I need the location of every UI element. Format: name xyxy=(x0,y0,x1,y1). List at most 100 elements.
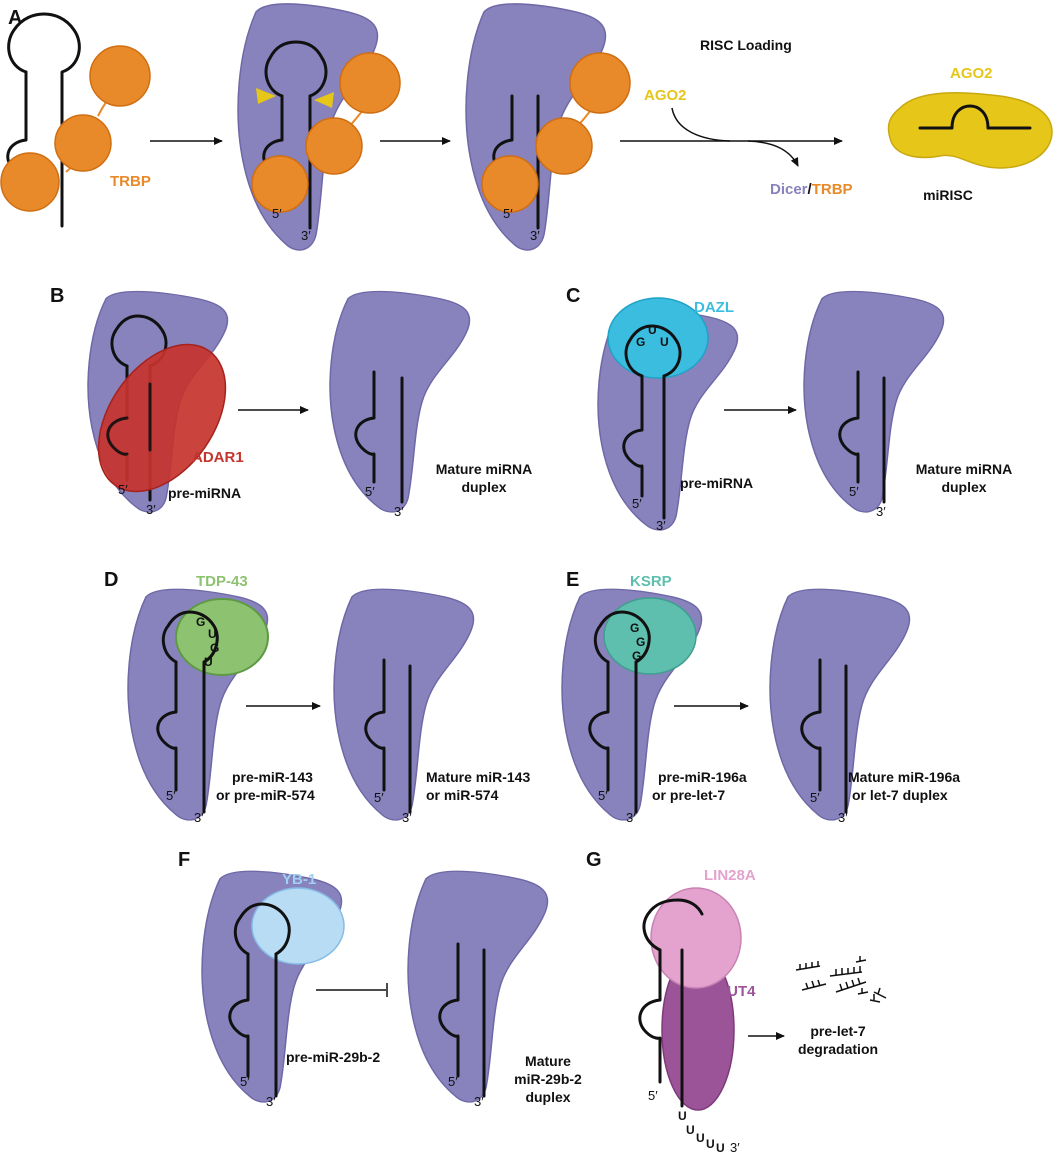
rna-strand-5p xyxy=(622,374,644,498)
dazl-label: DAZL xyxy=(694,299,734,316)
rna-fragments xyxy=(795,956,887,1003)
five-prime: 5′ xyxy=(448,1074,458,1089)
ago2-join-arrow xyxy=(671,107,731,142)
cleavage-arrowhead xyxy=(256,88,276,104)
trbp-domain xyxy=(339,52,401,114)
pre-label-line2: or pre-let-7 xyxy=(652,787,725,803)
trbp-domain xyxy=(54,114,112,172)
rna-strand-5p xyxy=(228,952,250,1078)
three-prime: 3′ xyxy=(266,1094,276,1109)
rna-strand-5p xyxy=(438,942,460,1078)
rna-strand-5p xyxy=(800,658,822,792)
mature-label-line1: Mature miRNA xyxy=(436,461,532,477)
five-prime: 5′ xyxy=(810,790,820,805)
mature-label-line3: duplex xyxy=(525,1089,570,1105)
pre-label-line1: pre-miR-196a xyxy=(658,769,747,785)
panel-b: B ADAR1 5′ 3′ pre-miRNA 5′ 3′ Mature miR… xyxy=(50,285,532,519)
tut4-label: TUT4 xyxy=(718,983,756,1000)
g-pre-let7 xyxy=(638,898,704,1108)
rna-strand-5p xyxy=(588,660,610,792)
five-prime: 5′ xyxy=(365,484,375,499)
dicer-protein xyxy=(333,588,475,821)
c-pre-mirna xyxy=(622,324,682,520)
trbp-domain xyxy=(569,52,631,114)
five-prime: 5′ xyxy=(240,1074,250,1089)
pre-mirna-label: pre-miRNA xyxy=(680,475,753,491)
five-prime: 5′ xyxy=(849,484,859,499)
yb1-protein xyxy=(251,887,345,965)
motif-nt: U xyxy=(648,323,657,337)
ksrp-label: KSRP xyxy=(630,573,672,590)
three-prime: 3′ xyxy=(730,1140,740,1155)
three-prime: 3′ xyxy=(194,810,204,825)
three-prime: 3′ xyxy=(530,228,540,243)
trbp-domain xyxy=(535,117,593,175)
mature-label-line2: miR-29b-2 xyxy=(514,1071,582,1087)
e-pre-mirna xyxy=(588,610,651,814)
mature-label-line2: or miR-574 xyxy=(426,787,499,803)
panel-g: G LIN28A TUT4 5′ U U U U U 3′ pre-let-7 … xyxy=(586,849,887,1155)
panel-a: A TRBP Dicer 5′ 3′ xyxy=(0,3,1053,251)
rna-strand-5p xyxy=(156,660,178,792)
tail-u: U xyxy=(686,1123,695,1137)
trbp-domain xyxy=(305,117,363,175)
mature-label-line1: Mature miR-143 xyxy=(426,769,530,785)
panel-label-d: D xyxy=(104,569,118,591)
ago2-protein xyxy=(887,92,1053,169)
release-arrow xyxy=(747,140,799,167)
trbp-domain xyxy=(481,155,539,213)
panel-label-b: B xyxy=(50,285,64,307)
motif-nt: G xyxy=(632,649,641,663)
pre-label-line2: or pre-miR-574 xyxy=(216,787,315,803)
panel-e: E G G G KSRP 5′ 3′ pre-miR-196a or pre-l… xyxy=(561,569,960,825)
a-step2-dicer xyxy=(237,3,379,251)
trbp-domain xyxy=(0,152,60,212)
five-prime: 5′ xyxy=(598,788,608,803)
rna-strand-5p xyxy=(354,370,376,484)
motif-nt: U xyxy=(208,627,217,641)
released-proteins: Dicer/TRBP xyxy=(770,181,853,198)
rna-strand-5p xyxy=(638,948,662,1084)
mature-label-line1: Mature xyxy=(525,1053,571,1069)
three-prime: 3′ xyxy=(301,228,311,243)
released-trbp: TRBP xyxy=(812,181,853,198)
rna-strand-5p xyxy=(364,658,386,792)
trbp-domain xyxy=(251,155,309,213)
yb1-label: YB-1 xyxy=(282,871,316,888)
lin28a-label: LIN28A xyxy=(704,867,756,884)
dicer-protein xyxy=(329,290,471,513)
pre-label-line1: pre-miR-143 xyxy=(232,769,313,785)
tail-u: U xyxy=(706,1137,715,1151)
tail-u: U xyxy=(678,1109,687,1123)
cleavage-arrowhead xyxy=(314,92,334,108)
adar1-label: ADAR1 xyxy=(192,449,244,466)
three-prime: 3′ xyxy=(474,1094,484,1109)
tail-u: U xyxy=(716,1141,725,1155)
pre-mirna-label: pre-miR-29b-2 xyxy=(286,1049,380,1065)
motif-nt: U xyxy=(660,335,669,349)
ago2-input-label: AGO2 xyxy=(644,87,687,104)
five-prime: 5′ xyxy=(374,790,384,805)
released-slash: / xyxy=(808,181,813,198)
five-prime: 5′ xyxy=(632,496,642,511)
three-prime: 3′ xyxy=(838,810,848,825)
risc-loading-label: RISC Loading xyxy=(700,37,792,53)
rna-strand-5p xyxy=(838,370,860,484)
panel-label-e: E xyxy=(566,569,579,591)
five-prime: 5′ xyxy=(118,482,128,497)
five-prime: 5′ xyxy=(648,1088,658,1103)
three-prime: 3′ xyxy=(146,502,156,517)
mature-label-line2: or let-7 duplex xyxy=(852,787,948,803)
d-pre-mirna xyxy=(156,610,219,814)
rna-bulge xyxy=(106,416,129,456)
motif-nt: G xyxy=(210,641,219,655)
motif-nt: G xyxy=(196,615,205,629)
motif-nt: U xyxy=(204,655,213,669)
three-prime: 3′ xyxy=(656,518,666,533)
three-prime: 3′ xyxy=(394,504,404,519)
degradation-label-line1: pre-let-7 xyxy=(810,1023,865,1039)
panel-c: C G U U DAZL 5′ 3′ pre-miRNA 5′ 3′ Matur… xyxy=(566,285,1012,533)
motif-nt: G xyxy=(636,635,645,649)
dicer-label: Dicer xyxy=(282,15,320,32)
